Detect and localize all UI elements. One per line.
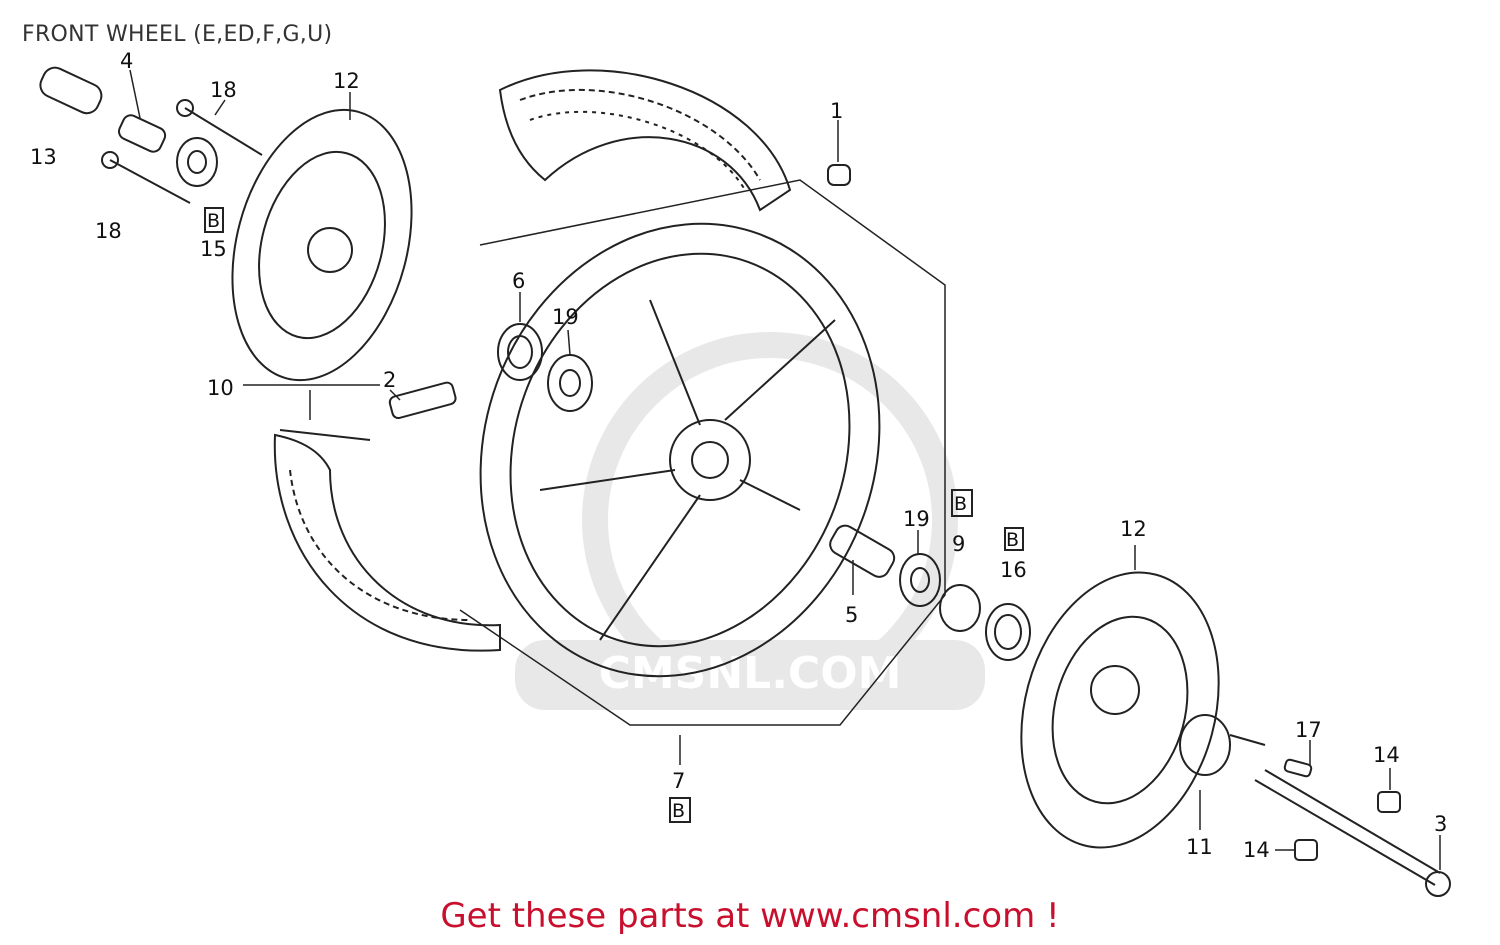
part-9-retainer xyxy=(939,584,981,632)
part-labels: 4 18 12 13 18 B 15 1 6 19 10 2 19 B 9 B … xyxy=(30,49,1447,862)
watermark: CMSNL.COM xyxy=(515,332,985,710)
tyre-upper xyxy=(498,69,792,212)
label-12-right: 12 xyxy=(1120,517,1147,541)
part-1-valve-cap xyxy=(827,164,851,186)
label-3: 3 xyxy=(1434,812,1447,836)
box-marker-16 xyxy=(1004,527,1024,551)
part-19-bearing-left xyxy=(547,354,593,412)
box-marker-7 xyxy=(669,797,691,823)
label-18-lower: 18 xyxy=(95,219,122,243)
label-17: 17 xyxy=(1295,718,1322,742)
tyre-lower xyxy=(273,429,501,652)
footer-link-text[interactable]: Get these parts at www.cmsnl.com ! xyxy=(440,896,1060,936)
brake-disc-right xyxy=(1020,571,1220,849)
label-11: 11 xyxy=(1186,835,1213,859)
label-5: 5 xyxy=(845,603,858,627)
assembly-outline xyxy=(459,179,946,726)
label-boxed-15: B xyxy=(207,210,220,232)
label-2: 2 xyxy=(383,368,396,392)
part-5-spacer xyxy=(829,524,896,578)
part-15-bearing xyxy=(176,137,218,187)
label-1: 1 xyxy=(830,99,843,123)
label-14-upper: 14 xyxy=(1373,743,1400,767)
part-19-bearing-right xyxy=(899,553,941,607)
part-16-seal xyxy=(985,603,1031,661)
label-12-left: 12 xyxy=(333,69,360,93)
part-3-axle xyxy=(1254,769,1451,897)
part-14-nut-upper xyxy=(1377,791,1401,813)
label-10: 10 xyxy=(207,376,234,400)
label-boxed-9: B xyxy=(954,493,967,515)
part-11-speedo-gearbox xyxy=(1179,714,1266,776)
label-boxed-16: B xyxy=(1006,529,1019,551)
leader-lines xyxy=(129,69,1441,870)
label-19-left: 19 xyxy=(552,305,579,329)
part-6-seal xyxy=(497,323,543,381)
label-16: 16 xyxy=(1000,558,1027,582)
box-marker-15 xyxy=(204,207,224,233)
label-7: 7 xyxy=(672,769,685,793)
label-4: 4 xyxy=(120,49,133,73)
part-18-bolt-lower xyxy=(101,151,191,204)
part-4-spacer xyxy=(118,114,167,153)
part-14-nut-lower xyxy=(1294,839,1318,861)
wheel-rim xyxy=(479,222,881,678)
label-14-lower: 14 xyxy=(1243,838,1270,862)
brake-disc-left xyxy=(231,108,413,382)
label-19-right: 19 xyxy=(903,507,930,531)
part-17-screw xyxy=(1283,758,1313,778)
watermark-text: CMSNL.COM xyxy=(599,648,902,699)
label-9: 9 xyxy=(952,532,965,556)
diagram-title: FRONT WHEEL (E,ED,F,G,U) xyxy=(22,22,333,47)
part-2-valve xyxy=(388,381,457,420)
box-marker-9 xyxy=(951,489,973,517)
label-15: 15 xyxy=(200,237,227,261)
label-boxed-7: B xyxy=(672,800,685,822)
label-6: 6 xyxy=(512,269,525,293)
label-18-upper: 18 xyxy=(210,78,237,102)
label-13: 13 xyxy=(30,145,57,169)
part-13-collar xyxy=(39,66,103,115)
part-18-bolt-upper xyxy=(176,99,263,156)
